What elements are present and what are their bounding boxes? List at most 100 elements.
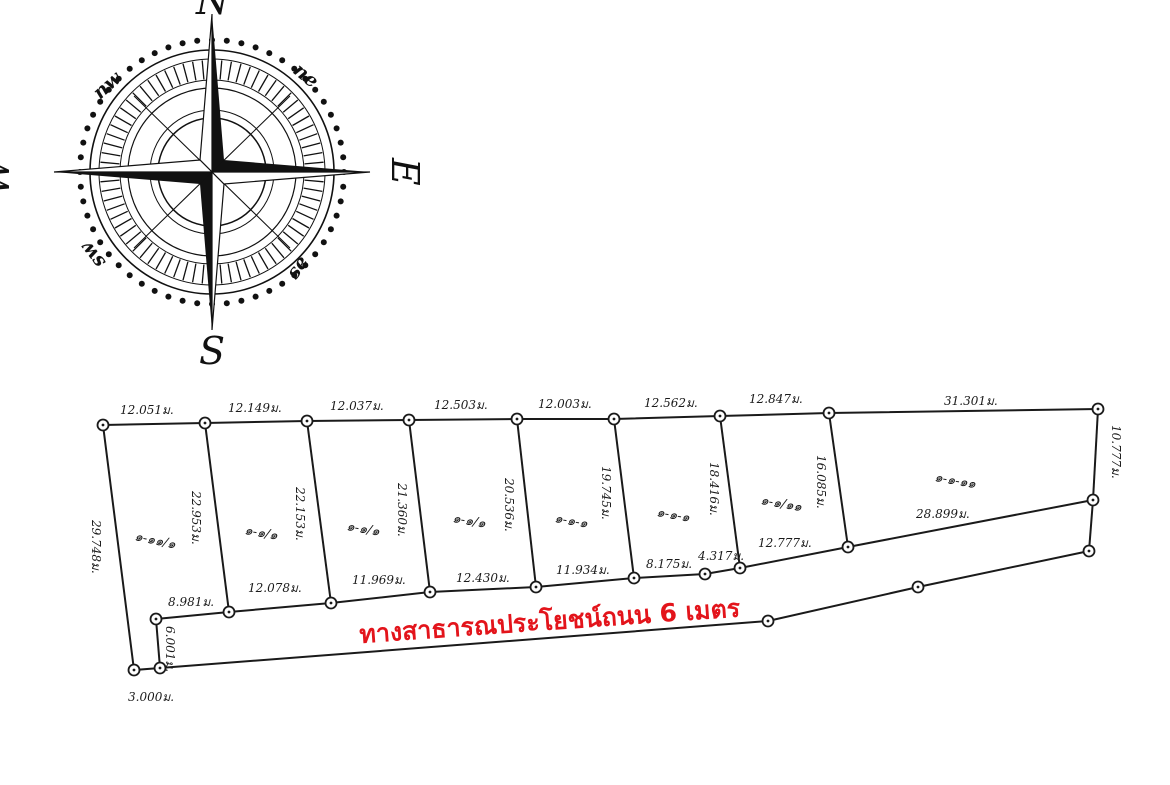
- boundary-right: [1092, 408, 1099, 501]
- boundary-peg: [96, 418, 110, 432]
- compass-tick: [201, 60, 205, 80]
- boundary-peg: [127, 663, 141, 677]
- boundary-peg: [1086, 493, 1100, 507]
- compass-dot: [223, 37, 230, 44]
- dim-top-4: 12.503ม.: [434, 398, 488, 412]
- compass-dot: [238, 297, 245, 304]
- compass-tick: [227, 263, 233, 283]
- plot-label-1: ๑-๑๑/๑: [133, 529, 178, 553]
- dim-divider-6: 18.416ม.: [707, 462, 721, 516]
- compass-dot: [77, 154, 84, 161]
- compass-tick: [101, 151, 121, 157]
- compass-dot: [165, 44, 172, 51]
- compass-diagonal-points: [133, 95, 291, 249]
- compass-dot: [279, 280, 286, 287]
- plot-label-2: ๑-๑/๑: [243, 523, 279, 544]
- plot-label-5: ๑-๑-๑: [553, 511, 589, 532]
- compass-tick: [155, 74, 167, 92]
- dim-top-5: 12.003ม.: [538, 397, 592, 411]
- compass-dot: [302, 262, 309, 269]
- compass-dot: [115, 75, 122, 82]
- boundary-peg: [1091, 402, 1105, 416]
- boundary-peg: [300, 414, 314, 428]
- dim-top-7: 12.847ม.: [749, 392, 803, 406]
- plot-divider-4: [516, 418, 537, 588]
- compass-tick: [235, 261, 242, 281]
- compass-dot: [105, 86, 112, 93]
- boundary-peg: [222, 605, 236, 619]
- compass-nw-label: nw: [89, 67, 127, 104]
- plot-divider-6: [719, 415, 741, 569]
- compass-dot: [84, 212, 91, 219]
- compass-dotted-ring: [77, 37, 347, 307]
- compass-dot: [337, 198, 344, 205]
- road-lower-edge: [159, 550, 1090, 669]
- compass-dot: [138, 280, 145, 287]
- land-plan: 12.051ม. 12.149ม. 12.037ม. 12.503ม. 12.0…: [89, 392, 1123, 704]
- compass-tick: [173, 66, 181, 85]
- compass-dot: [333, 125, 340, 132]
- compass-dot: [179, 40, 186, 47]
- compass-tick: [299, 203, 318, 211]
- plot-label-4: ๑-๑/๑: [451, 511, 487, 532]
- dim-bottom-4: 12.430ม.: [456, 571, 510, 585]
- compass-dot: [90, 226, 97, 233]
- compass-west-label: W: [0, 154, 18, 196]
- compass-tick: [264, 247, 277, 265]
- compass-tick: [110, 124, 128, 134]
- compass-cardinal-points: [53, 13, 371, 331]
- boundary-peg: [149, 612, 163, 626]
- compass-tick: [119, 224, 137, 237]
- compass-dot: [266, 50, 273, 57]
- compass-tick: [182, 261, 189, 281]
- compass-rose-icon: N S E W nw ne sw se: [0, 0, 427, 373]
- compass-tick: [250, 256, 260, 274]
- dim-bottom-7: 12.777ม.: [758, 536, 812, 550]
- compass-tick: [164, 70, 174, 88]
- plot-label-7: ๑-๑/๑๑: [759, 493, 803, 515]
- compass-dot: [279, 57, 286, 64]
- compass-tick: [271, 85, 285, 102]
- compass-dot: [320, 98, 327, 105]
- boundary-peg: [911, 580, 925, 594]
- compass-tick: [296, 124, 314, 134]
- compass-tick: [132, 237, 147, 252]
- compass-tick: [201, 264, 205, 284]
- boundary-peg: [423, 585, 437, 599]
- compass-tick: [301, 142, 321, 149]
- plot-divider-5: [613, 418, 635, 579]
- compass-dot: [80, 198, 87, 205]
- plot-label-3: ๑-๑/๑: [345, 519, 381, 540]
- compass-dot: [327, 111, 334, 118]
- boundary-peg: [713, 409, 727, 423]
- road-right-edge: [1088, 499, 1094, 552]
- compass-tick: [164, 256, 174, 274]
- compass-dot: [105, 251, 112, 258]
- compass-dot: [312, 86, 319, 93]
- compass-dot: [84, 125, 91, 132]
- compass-tick: [292, 115, 310, 127]
- dim-top-6: 12.562ม.: [644, 396, 698, 410]
- plot-divider-7: [828, 412, 849, 548]
- compass-tick: [235, 63, 242, 83]
- boundary-peg: [153, 661, 167, 675]
- dim-divider-3: 21.360ม.: [395, 482, 409, 537]
- compass-ne-label: ne: [289, 59, 323, 93]
- compass-tick: [257, 252, 269, 270]
- compass-dot: [238, 40, 245, 47]
- compass-dot: [266, 287, 273, 294]
- compass-tick: [155, 252, 167, 270]
- dim-left-edge: 29.748ม.: [89, 519, 103, 574]
- compass-dot: [151, 50, 158, 57]
- dim-top-8: 31.301ม.: [944, 394, 998, 408]
- compass-tick: [103, 195, 123, 202]
- compass-tick: [139, 85, 153, 102]
- boundary-peg: [510, 412, 524, 426]
- boundary-peg: [1082, 544, 1096, 558]
- compass-tick: [119, 107, 137, 120]
- compass-dot: [252, 293, 259, 300]
- plot-divider-2: [306, 420, 332, 604]
- compass-dot: [320, 239, 327, 246]
- compass-tick: [299, 133, 318, 141]
